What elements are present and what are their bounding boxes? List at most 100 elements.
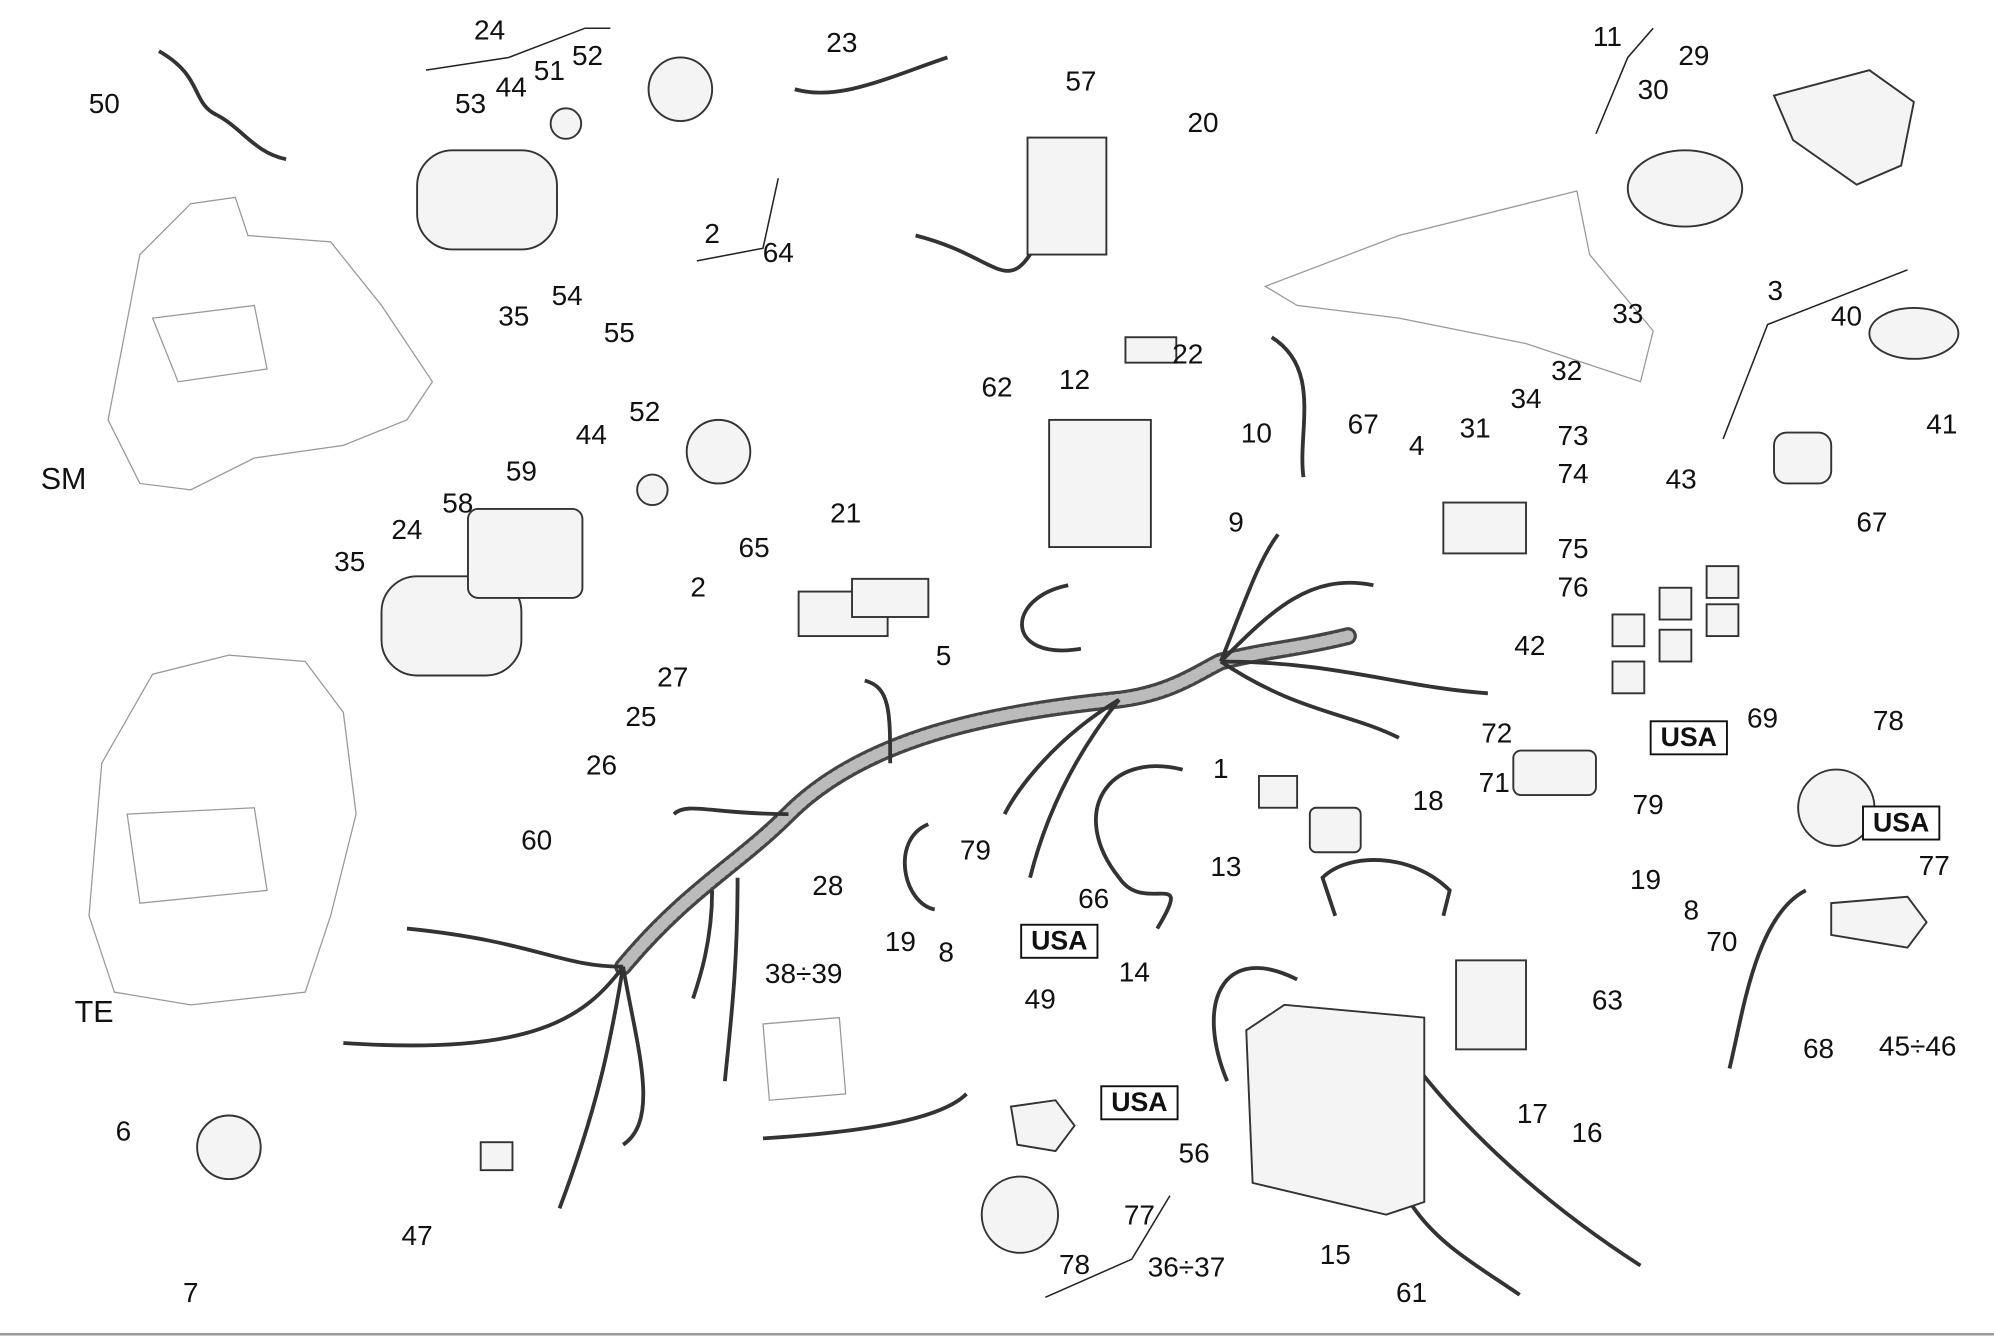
callout-number: 77 [1919, 850, 1950, 881]
callout-number: 44 [496, 72, 527, 103]
plate-light-bracket [1773, 431, 1833, 485]
connector-18b [1308, 806, 1362, 854]
usa-badge-box [1020, 923, 1099, 959]
callout-number: 72 [1481, 718, 1512, 749]
callout-number: 24 [474, 14, 505, 45]
bulb-44 [549, 107, 583, 140]
variant-label-sm: SM [41, 462, 87, 496]
usa-badge-box [1649, 720, 1728, 756]
battery-cable-14 [1212, 966, 1298, 1082]
callout-number: 19 [885, 926, 916, 957]
usa-badge-label: USA [1111, 1087, 1167, 1117]
fuse-10 [1124, 336, 1178, 364]
rubber-grommets [1611, 565, 1740, 695]
callout-number: 36÷37 [1148, 1252, 1226, 1283]
callout-number: 29 [1678, 40, 1709, 71]
usa-badge-box [1100, 1085, 1179, 1121]
callout-number: 7 [183, 1277, 199, 1308]
callout-number: 58 [442, 487, 473, 518]
headlight-te [380, 575, 523, 677]
usa-badge-label: USA [1031, 926, 1087, 956]
callout-number: 30 [1638, 74, 1669, 105]
callout-number: 59 [506, 456, 537, 487]
cdi-unit-2 [851, 577, 930, 618]
battery [1245, 1003, 1426, 1216]
callout-number: 52 [629, 396, 660, 427]
callout-number: 2 [690, 571, 706, 602]
rear-turn-signal-cable [1727, 888, 1807, 1069]
callout-number: 66 [1078, 883, 1109, 914]
callout-number: 62 [981, 372, 1012, 403]
callout-number: 44 [576, 419, 607, 450]
callout-number: 3 [1767, 275, 1783, 306]
sm-fairing [107, 196, 434, 491]
callout-number: 73 [1558, 420, 1589, 451]
callout-number: 21 [830, 498, 861, 529]
callout-number: 75 [1558, 533, 1589, 564]
bulb-socket-52b [685, 418, 752, 485]
cable-28 [902, 822, 936, 912]
callout-number: 67 [1348, 409, 1379, 440]
callout-number: 17 [1517, 1098, 1548, 1129]
callout-number: 54 [552, 280, 583, 311]
cable-22 [1270, 335, 1307, 478]
callout-number: 61 [1396, 1277, 1427, 1308]
horn [196, 1114, 262, 1181]
callout-number: 13 [1210, 851, 1241, 882]
callout-number: 20 [1187, 107, 1218, 138]
callout-number: 2 [704, 218, 720, 249]
callout-number: 22 [1172, 339, 1203, 370]
callout-number: 31 [1460, 412, 1491, 443]
callout-number: 42 [1514, 630, 1545, 661]
callout-number: 52 [572, 40, 603, 71]
tail-lamp-lens [1772, 69, 1915, 186]
turn-signal-lens-78 [980, 1175, 1059, 1254]
te-fairing-inner [126, 807, 268, 904]
callout-number: 38÷39 [765, 958, 843, 989]
callout-number: 40 [1831, 301, 1862, 332]
callout-number: 47 [402, 1220, 433, 1251]
callout-number: 79 [1633, 789, 1664, 820]
variant-labels: SM TE [41, 462, 114, 1029]
callout-number: 64 [763, 237, 794, 268]
callout-number: 78 [1059, 1249, 1090, 1280]
callout-number: 55 [604, 317, 635, 348]
callout-number: 71 [1479, 767, 1510, 798]
callout-number: 16 [1571, 1117, 1602, 1148]
callout-number: 34 [1510, 383, 1541, 414]
callout-number: 50 [89, 88, 120, 119]
callout-number: 63 [1592, 985, 1623, 1016]
turn-signal-cable [762, 1092, 968, 1141]
harness-branches [343, 533, 1489, 1209]
battery-cable-16 [1397, 1041, 1642, 1268]
battery-cover-63 [1455, 959, 1527, 1051]
callout-number: 1 [1213, 753, 1229, 784]
callout-number: 77 [1124, 1200, 1155, 1231]
callout-number: 8 [1684, 894, 1700, 925]
te-fairing [88, 654, 357, 1006]
callout-number: 33 [1612, 298, 1643, 329]
cable-5 [1020, 583, 1082, 653]
callout-number: 69 [1747, 702, 1778, 733]
group-brackets [425, 27, 1908, 1299]
callout-number: 18 [1413, 785, 1444, 816]
callout-number: 9 [1228, 507, 1244, 538]
callout-number: 51 [534, 55, 565, 86]
sm-fairing-inner [151, 304, 268, 383]
callout-number: 6 [116, 1116, 132, 1147]
tail-lamp [1626, 149, 1744, 228]
callout-number: 74 [1558, 458, 1589, 489]
rear-turn-signal [1830, 895, 1928, 949]
callout-number: 76 [1558, 571, 1589, 602]
callout-number: 28 [812, 870, 843, 901]
callout-number: 24 [391, 514, 422, 545]
sensor-cable-50 [158, 49, 287, 162]
headlight-sm [416, 149, 558, 251]
tail-seat [1263, 190, 1654, 383]
cable-23 [794, 55, 949, 95]
cable-66 [1094, 764, 1184, 930]
callout-number: 56 [1179, 1137, 1210, 1168]
callout-number: 45÷46 [1879, 1030, 1957, 1061]
